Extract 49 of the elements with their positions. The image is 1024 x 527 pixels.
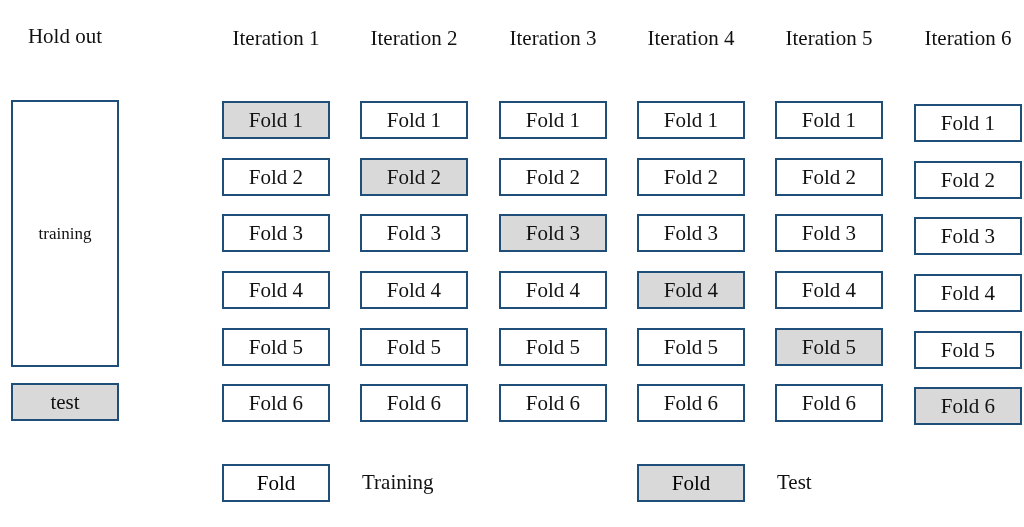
training-fold-box: Fold 4: [499, 271, 607, 309]
training-fold-box: Fold 6: [499, 384, 607, 422]
legend-text: Test: [777, 470, 812, 495]
test-fold-box: Fold 4: [637, 271, 745, 309]
training-fold-box: Fold 5: [499, 328, 607, 366]
test-set-box: test: [11, 383, 119, 421]
iteration-heading: Iteration 5: [784, 25, 874, 52]
swatch-label: Fold: [256, 470, 296, 496]
legend-text: Training: [362, 470, 434, 495]
training-fold-box: Fold 5: [222, 328, 330, 366]
iteration-heading: Iteration 4: [646, 25, 736, 52]
training-fold-box: Fold 3: [637, 214, 745, 252]
training-fold-box: Fold 3: [914, 217, 1022, 255]
training-fold-box: Fold 1: [499, 101, 607, 139]
training-fold-box: Fold 2: [222, 158, 330, 196]
test-fold-box: Fold 2: [360, 158, 468, 196]
training-fold-box: Fold 5: [914, 331, 1022, 369]
training-fold-box: Fold 4: [222, 271, 330, 309]
training-fold-box: Fold 3: [360, 214, 468, 252]
iteration-heading: Iteration 6: [923, 25, 1013, 52]
swatch-label: Fold: [671, 470, 711, 496]
training-fold-box: Fold 3: [222, 214, 330, 252]
training-fold-box: Fold 2: [775, 158, 883, 196]
iteration-heading: Iteration 1: [231, 25, 321, 52]
training-set-box: training: [11, 100, 119, 367]
training-fold-box: Fold 1: [775, 101, 883, 139]
column-heading: Hold out: [26, 23, 104, 50]
iteration-heading: Iteration 3: [508, 25, 598, 52]
training-fold-box: Fold 3: [775, 214, 883, 252]
training-fold-box: Fold 2: [499, 158, 607, 196]
test-fold-box: Fold 3: [499, 214, 607, 252]
training-fold-box: Fold 1: [360, 101, 468, 139]
training-fold-box: Fold 6: [360, 384, 468, 422]
training-fold-box: Fold 4: [914, 274, 1022, 312]
test-fold-box: Fold 6: [914, 387, 1022, 425]
training-fold-box: Fold 6: [637, 384, 745, 422]
training-fold-box: Fold 5: [637, 328, 745, 366]
training-fold-box: Fold 6: [775, 384, 883, 422]
test-fold-box: Fold 1: [222, 101, 330, 139]
training-fold-box: Fold 2: [914, 161, 1022, 199]
training-fold-box: Fold 1: [914, 104, 1022, 142]
training-fold-box: Fold 4: [360, 271, 468, 309]
training-fold-box: Fold 5: [360, 328, 468, 366]
test-fold-box: Fold 5: [775, 328, 883, 366]
iteration-heading: Iteration 2: [369, 25, 459, 52]
training-fold-box: Fold 6: [222, 384, 330, 422]
training-fold-box: Fold 4: [775, 271, 883, 309]
training-fold-box: Fold 2: [637, 158, 745, 196]
training-fold-box: Fold 1: [637, 101, 745, 139]
